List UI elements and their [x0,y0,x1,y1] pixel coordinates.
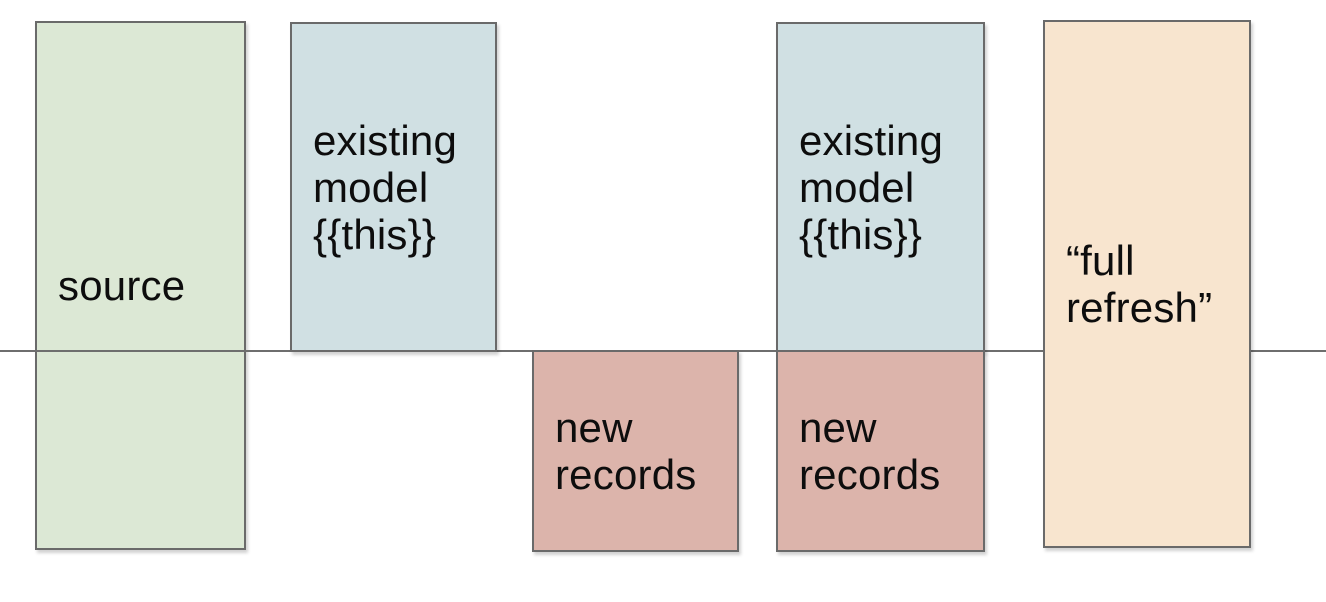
full-refresh-box: “full refresh” [1043,20,1251,548]
new-records-box-1-label: new records [555,404,697,498]
full-refresh-box-label: “full refresh” [1066,237,1213,331]
new-records-box-2-label: new records [799,404,941,498]
source-box-label: source [58,262,186,309]
existing-model-box-2-label: existing model {{this}} [799,116,944,258]
existing-model-box-1: existing model {{this}} [290,22,497,352]
new-records-box-2: new records [776,350,985,552]
source-box: source [35,21,246,550]
existing-model-box-1-label: existing model {{this}} [313,116,458,258]
existing-model-box-2: existing model {{this}} [776,22,985,352]
new-records-box-1: new records [532,350,739,552]
